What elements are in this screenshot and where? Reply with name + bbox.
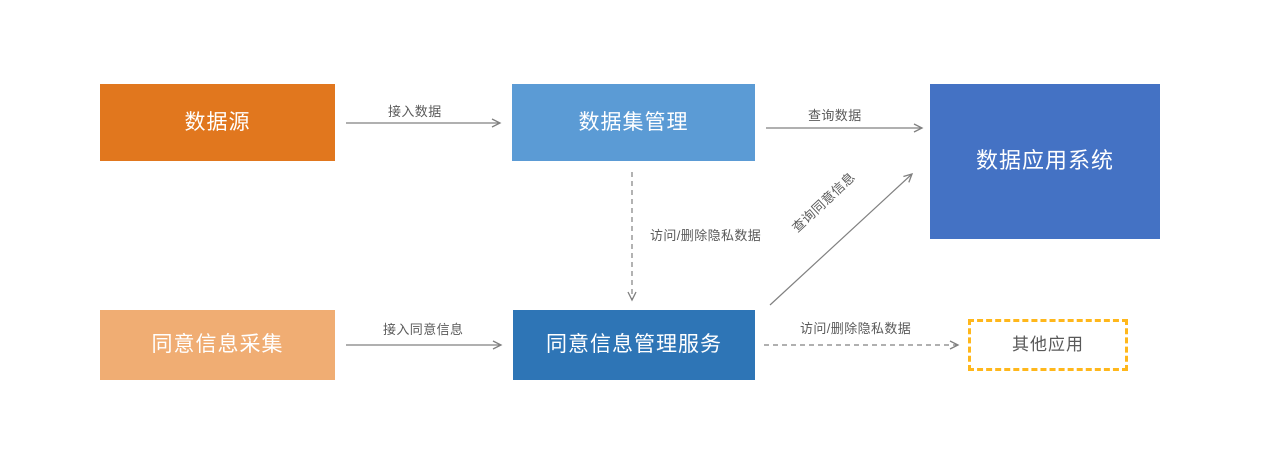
node-consent-management-service[interactable]: 同意信息管理服务 xyxy=(513,310,755,380)
node-other-application-label: 其他应用 xyxy=(1012,334,1084,354)
node-data-application-system[interactable]: 数据应用系统 xyxy=(930,84,1160,239)
node-consent-collection-label: 同意信息采集 xyxy=(151,333,284,357)
edge-label-access-delete-privacy-vertical: 访问/删除隐私数据 xyxy=(650,228,762,243)
node-other-application[interactable]: 其他应用 xyxy=(968,319,1128,371)
edge-label-access-delete-privacy-horizontal: 访问/删除隐私数据 xyxy=(800,321,912,336)
node-consent-management-service-label: 同意信息管理服务 xyxy=(546,333,722,357)
node-dataset-management[interactable]: 数据集管理 xyxy=(512,84,755,161)
edge-label-query-consent: 查询同意信息 xyxy=(789,169,859,236)
node-consent-collection[interactable]: 同意信息采集 xyxy=(100,310,335,380)
edge-label-ingest-data: 接入数据 xyxy=(388,104,442,119)
node-data-source-label: 数据源 xyxy=(184,110,251,134)
node-data-source[interactable]: 数据源 xyxy=(100,84,335,161)
node-dataset-management-label: 数据集管理 xyxy=(578,110,689,134)
edge-label-query-data: 查询数据 xyxy=(808,108,862,123)
node-data-application-system-label: 数据应用系统 xyxy=(975,148,1114,174)
edge-label-ingest-consent: 接入同意信息 xyxy=(383,322,464,337)
